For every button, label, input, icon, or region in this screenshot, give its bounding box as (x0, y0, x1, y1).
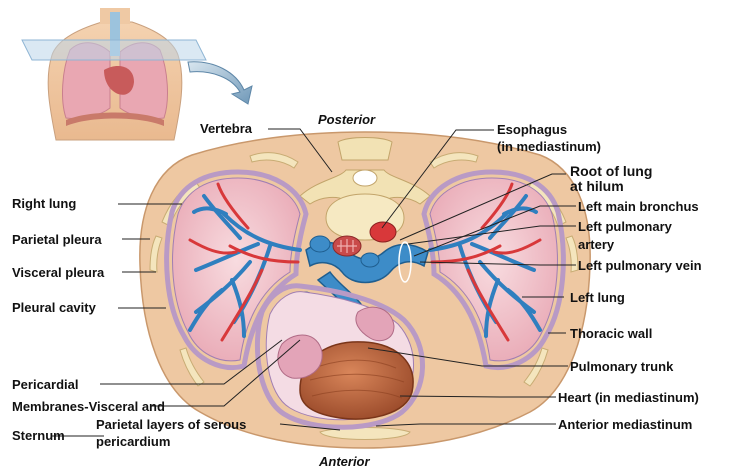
heart-label: Heart (in mediastinum) (558, 390, 699, 405)
left-lung-label: Left lung (570, 290, 625, 305)
vertebra-label: Vertebra (200, 121, 252, 136)
parietal-layers-label: Parietal layers of serous (96, 417, 246, 432)
section-arrow (188, 62, 252, 104)
left-main-bronchus-label: Left main bronchus (578, 199, 699, 214)
parietal-pleura-label: Parietal pleura (12, 232, 102, 247)
left-pulmonary-vein-label: Left pulmonary vein (578, 258, 702, 273)
hilum-label: at hilum (570, 179, 624, 194)
right-lung-label: Right lung (12, 196, 76, 211)
pulmonary-trunk-label: Pulmonary trunk (570, 359, 673, 374)
pleural-cavity-label: Pleural cavity (12, 300, 96, 315)
esophagus-note-label: (in mediastinum) (497, 139, 601, 154)
posterior-label: Posterior (318, 112, 375, 127)
left-pulmonary-artery-label-2: artery (578, 237, 614, 252)
anterior-mediastinum-label: Anterior mediastinum (558, 417, 692, 432)
pericardial-membranes-label: Membranes-Visceral and (12, 399, 165, 414)
thoracic-wall-label: Thoracic wall (570, 326, 652, 341)
left-pulmonary-artery-label: Left pulmonary (578, 219, 672, 234)
pericardial-label: Pericardial (12, 377, 79, 392)
esophagus-label: Esophagus (497, 122, 567, 137)
pericardium-label: pericardium (96, 434, 170, 449)
torso-inset (22, 8, 206, 140)
sternum-label: Sternum (12, 428, 65, 443)
root-of-lung-label: Root of lung (570, 164, 652, 179)
visceral-pleura-label: Visceral pleura (12, 265, 104, 280)
anterior-label: Anterior (319, 454, 370, 469)
